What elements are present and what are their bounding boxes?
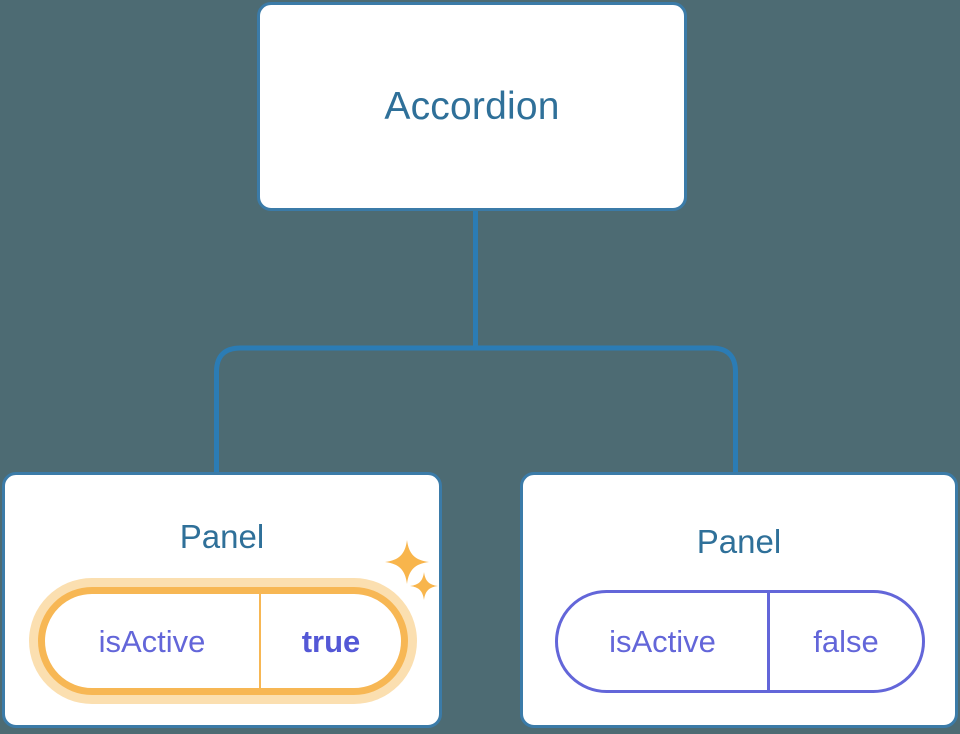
node-accordion[interactable]: Accordion xyxy=(257,2,687,211)
node-title: Panel xyxy=(696,523,782,560)
node-title: Panel xyxy=(179,518,265,555)
prop-key: isActive xyxy=(558,593,770,690)
prop-key: isActive xyxy=(45,594,261,688)
prop-pill-isactive-true[interactable]: isActive true xyxy=(38,587,408,695)
prop-value: true xyxy=(301,623,361,659)
node-title: Accordion xyxy=(384,85,560,128)
prop-pill-isactive-false[interactable]: isActive false xyxy=(555,590,925,693)
prop-value: false xyxy=(813,624,879,659)
